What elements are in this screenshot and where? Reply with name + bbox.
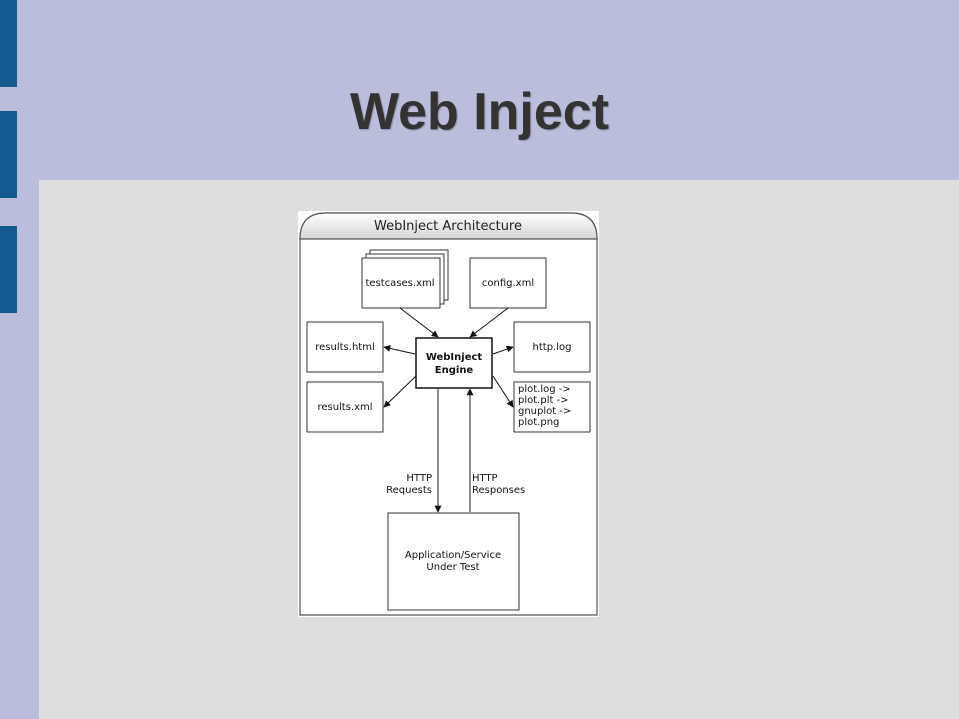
diagram-arrows xyxy=(383,307,514,513)
responses-label-line2: Responses xyxy=(472,485,525,496)
requests-label-line1: HTTP xyxy=(406,473,432,484)
engine-label-line2: Engine xyxy=(435,365,474,376)
architecture-diagram: WebInject Architecture testcases.xml con… xyxy=(298,211,599,617)
arrow-config-to-engine xyxy=(469,307,509,338)
application-label-line1: Application/Service xyxy=(405,550,501,561)
results-xml-node: results.xml xyxy=(306,381,384,433)
engine-node: WebInject Engine xyxy=(415,337,493,389)
results-xml-label: results.xml xyxy=(317,402,372,413)
diagram-frame xyxy=(299,212,598,616)
arrow-engine-to-results-xml xyxy=(383,375,417,408)
results-html-node: results.html xyxy=(306,321,384,373)
plot-label-line2: plot.plt -> xyxy=(518,395,569,406)
accent-bar-bottom xyxy=(0,226,17,313)
results-html-label: results.html xyxy=(315,342,374,353)
plot-label-line3: gnuplot -> xyxy=(518,406,571,417)
application-node: Application/Service Under Test xyxy=(387,512,520,611)
plot-label-line4: plot.png xyxy=(518,417,559,428)
config-label: config.xml xyxy=(482,278,534,289)
arrow-testcases-to-engine xyxy=(399,307,439,338)
requests-label-line2: Requests xyxy=(386,485,432,496)
testcases-label: testcases.xml xyxy=(365,278,434,289)
config-node: config.xml xyxy=(469,257,547,309)
http-log-node: http.log xyxy=(513,321,591,373)
accent-bar-middle xyxy=(0,111,17,198)
arrow-engine-to-results-html xyxy=(383,344,416,355)
plot-label-line1: plot.log -> xyxy=(518,384,571,395)
http-log-label: http.log xyxy=(533,342,572,353)
responses-label-line1: HTTP xyxy=(472,473,498,484)
arrow-engine-to-plot xyxy=(492,375,514,408)
diagram-title: WebInject Architecture xyxy=(374,219,522,234)
application-label-line2: Under Test xyxy=(426,562,479,573)
accent-bar-top xyxy=(0,0,17,87)
arrow-engine-to-http-log xyxy=(492,345,514,355)
plot-node: plot.log -> plot.plt -> gnuplot -> plot.… xyxy=(513,381,591,433)
slide-title: Web Inject xyxy=(349,83,610,141)
testcases-node: testcases.xml xyxy=(361,249,449,309)
engine-label-line1: WebInject xyxy=(426,352,483,363)
